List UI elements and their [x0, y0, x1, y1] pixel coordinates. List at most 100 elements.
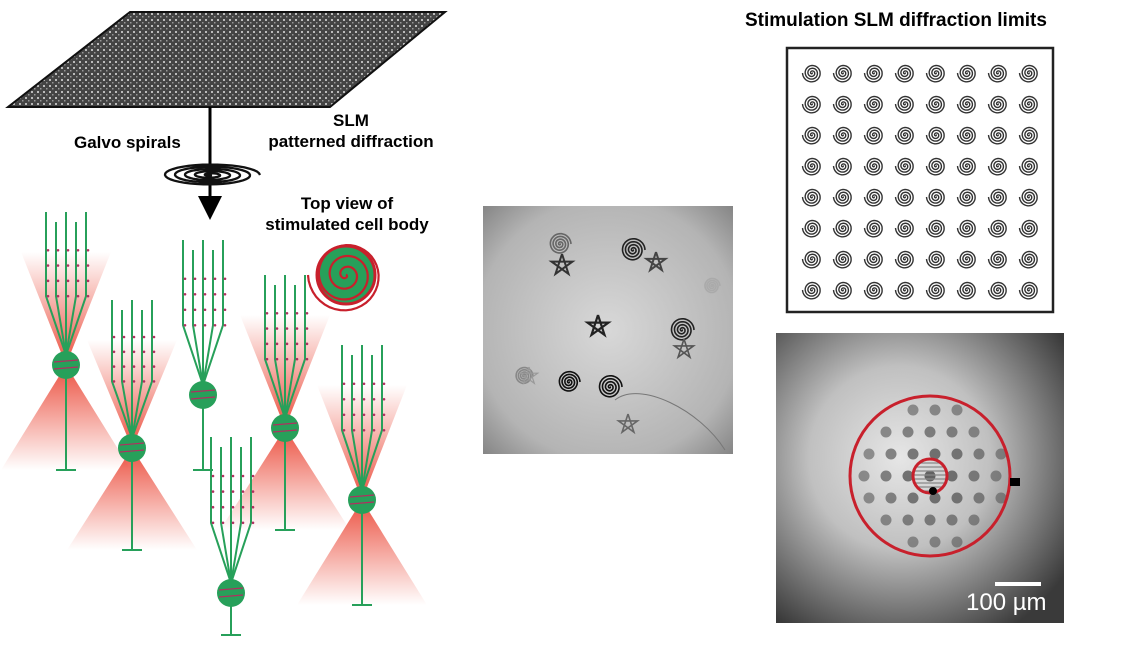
neuron: [1, 212, 131, 471]
spiral-spot: [670, 318, 695, 341]
diffraction-spot: [929, 448, 941, 460]
star-mark: [548, 253, 576, 277]
grid-spiral: [801, 157, 821, 176]
grid-spiral: [863, 95, 883, 114]
diffraction-micrograph: [776, 333, 1064, 623]
neuron-group: [1, 212, 427, 636]
diffraction-spot: [951, 404, 963, 416]
grid-spiral: [925, 95, 945, 114]
grid-spiral: [801, 219, 821, 238]
diffraction-spot: [968, 470, 980, 482]
grid-spiral: [987, 219, 1007, 238]
neuron: [297, 345, 427, 606]
middle-micrograph: [483, 206, 733, 454]
spiral-spot: [515, 366, 534, 385]
grid-spiral: [925, 219, 945, 238]
topview-label-line1: Top view of: [300, 194, 394, 213]
grid-spiral: [1018, 95, 1038, 114]
grid-spiral: [987, 126, 1007, 145]
grid-spiral: [956, 126, 976, 145]
star-mark: [518, 366, 540, 385]
grid-spiral: [832, 281, 852, 300]
grid-spiral: [925, 281, 945, 300]
diffraction-spot: [902, 514, 914, 526]
diffraction-spot: [863, 492, 875, 504]
scale-bar-label: 100 µm: [966, 589, 1047, 616]
grid-spiral: [801, 250, 821, 269]
diffraction-spot: [951, 492, 963, 504]
slm-label-line2: patterned diffraction: [268, 132, 434, 151]
grid-spiral: [956, 219, 976, 238]
grid-spiral: [863, 188, 883, 207]
grid-spiral: [925, 126, 945, 145]
diffraction-spot: [907, 536, 919, 548]
diffraction-grid-panel: [785, 46, 1055, 314]
slm-label-line1: SLM: [333, 111, 369, 130]
grid-spiral: [832, 64, 852, 83]
grid-spiral: [1018, 250, 1038, 269]
grid-spiral: [1018, 281, 1038, 300]
slm-panel-icon: [5, 11, 448, 108]
grid-spiral: [801, 64, 821, 83]
outer-limit-ring: [848, 394, 1012, 558]
grid-spiral: [863, 126, 883, 145]
diffraction-spot: [929, 404, 941, 416]
grid-spiral: [801, 188, 821, 207]
diffraction-spot: [951, 536, 963, 548]
diffraction-spot: [907, 492, 919, 504]
star-mark: [584, 314, 612, 338]
grid-spiral: [832, 219, 852, 238]
grid-spiral: [801, 126, 821, 145]
topview-label-line2: stimulated cell body: [265, 215, 429, 234]
diffraction-spot: [858, 470, 870, 482]
grid-spiral: [801, 281, 821, 300]
cell-body: [271, 414, 299, 442]
cell-body: [189, 381, 217, 409]
panel-title: Stimulation SLM diffraction limits: [745, 10, 1047, 31]
grid-spiral: [832, 95, 852, 114]
grid-spiral: [987, 281, 1007, 300]
diffraction-spot: [968, 514, 980, 526]
diffraction-spot: [995, 448, 1007, 460]
galvo-spiral-icon: [163, 163, 262, 186]
cell-body: [52, 351, 80, 379]
grid-spiral: [863, 281, 883, 300]
star-mark: [672, 338, 696, 360]
diffraction-spot: [929, 536, 941, 548]
diffraction-spot: [973, 448, 985, 460]
grid-spiral: [894, 188, 914, 207]
grid-spiral: [956, 250, 976, 269]
galvo-label: Galvo spirals: [74, 133, 181, 152]
grid-spiral: [894, 95, 914, 114]
diffraction-spot: [973, 492, 985, 504]
neuron: [67, 300, 197, 551]
slm-label: SLM patterned diffraction: [256, 110, 446, 152]
grid-spiral: [894, 281, 914, 300]
grid-spiral: [863, 157, 883, 176]
diffraction-spot: [902, 470, 914, 482]
grid-spiral: [894, 250, 914, 269]
cell-body: [217, 579, 245, 607]
grid-spiral: [987, 188, 1007, 207]
diffraction-spot: [946, 470, 958, 482]
grid-spiral: [1018, 188, 1038, 207]
grid-spiral: [925, 188, 945, 207]
diffraction-spot: [995, 492, 1007, 504]
diffraction-spot: [951, 448, 963, 460]
grid-spiral: [956, 95, 976, 114]
grid-spiral: [987, 250, 1007, 269]
neuron: [210, 437, 255, 636]
grid-spiral: [832, 126, 852, 145]
diffraction-spot: [863, 448, 875, 460]
cell-body: [118, 434, 146, 462]
diffraction-spot: [880, 470, 892, 482]
star-mark: [616, 413, 640, 435]
grid-spiral: [832, 188, 852, 207]
grid-spiral: [801, 95, 821, 114]
grid-spiral: [863, 219, 883, 238]
grid-spiral: [925, 157, 945, 176]
diffraction-spot: [929, 492, 941, 504]
diffraction-spot: [946, 426, 958, 438]
diffraction-spot: [885, 448, 897, 460]
star-mark: [643, 251, 669, 273]
